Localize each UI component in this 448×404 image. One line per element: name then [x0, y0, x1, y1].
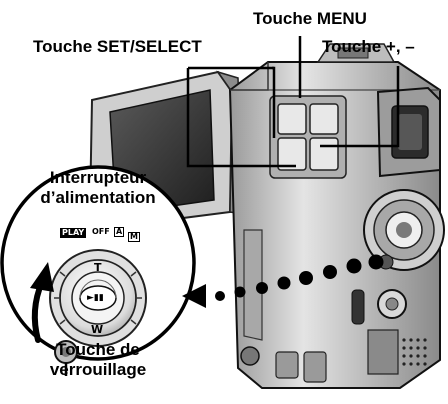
lock-button-text [20, 318, 176, 340]
dial-play-mark: PLAY [60, 228, 86, 238]
dial-manual-mark: M [128, 232, 140, 242]
lock-label-line2: verrouillage [20, 360, 176, 380]
power-switch-label: Interrupteur d’alimentation [20, 168, 176, 209]
plus-minus-button-label: Touche +, – [322, 38, 415, 55]
dial-auto-mark: A [114, 227, 124, 237]
power-switch-label-line1: Interrupteur [20, 168, 176, 188]
set-select-button-label: Touche SET/SELECT [33, 38, 202, 55]
dial-off-mark: OFF [92, 228, 110, 236]
lock-label-line1: Touche de [20, 340, 176, 360]
lock-label-block: Touche de verrouillage [20, 340, 176, 381]
power-switch-label-line2: d’alimentation [20, 188, 176, 208]
menu-button-label: Touche MENU [253, 10, 367, 27]
dial-play-pause-mark: ►▮▮ [87, 294, 104, 303]
dial-tele-mark: T [94, 262, 102, 273]
